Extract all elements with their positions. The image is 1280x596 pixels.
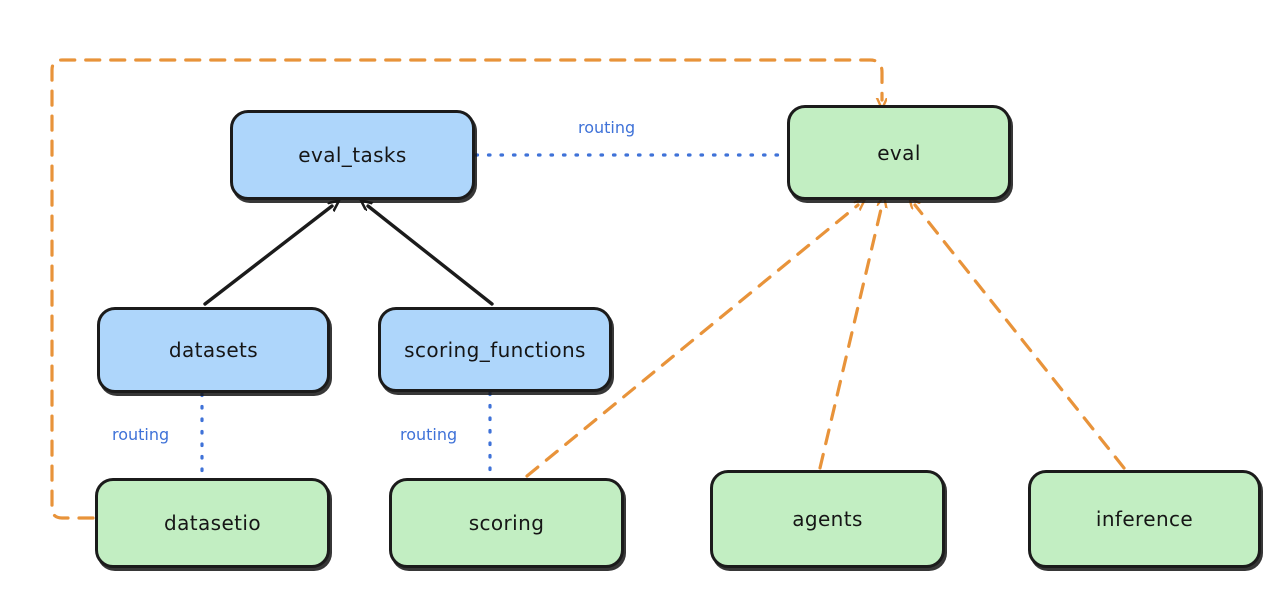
node-datasetio[interactable]: datasetio [95,478,330,568]
node-label-scoring: scoring [468,511,545,535]
node-label-scoring_functions: scoring_functions [404,337,586,362]
dependency-edge-agents-eval [818,205,882,470]
node-scoring[interactable]: scoring [389,478,624,568]
node-label-datasetio: datasetio [163,511,261,535]
node-label-inference: inference [1095,507,1194,531]
node-agents[interactable]: agents [710,470,945,568]
node-eval_tasks[interactable]: eval_tasks [230,110,475,200]
edge-label-routing-datasetio: routing [112,425,170,444]
edge-label-routing-scoring: routing [400,425,458,444]
composition-edge-scoring_functions-eval_tasks [368,206,494,306]
node-scoring_functions[interactable]: scoring_functions [378,307,612,392]
node-datasets[interactable]: datasets [97,307,330,393]
node-label-agents: agents [792,507,863,531]
edge-label-routing-eval: routing [578,118,636,137]
node-inference[interactable]: inference [1028,470,1261,568]
node-eval[interactable]: eval [787,105,1011,200]
composition-edge-datasets-eval_tasks [203,206,332,306]
dependency-edge-inference-eval [915,205,1126,470]
node-label-eval: eval [877,140,921,165]
node-label-eval_tasks: eval_tasks [298,143,407,167]
node-label-datasets: datasets [168,338,259,362]
